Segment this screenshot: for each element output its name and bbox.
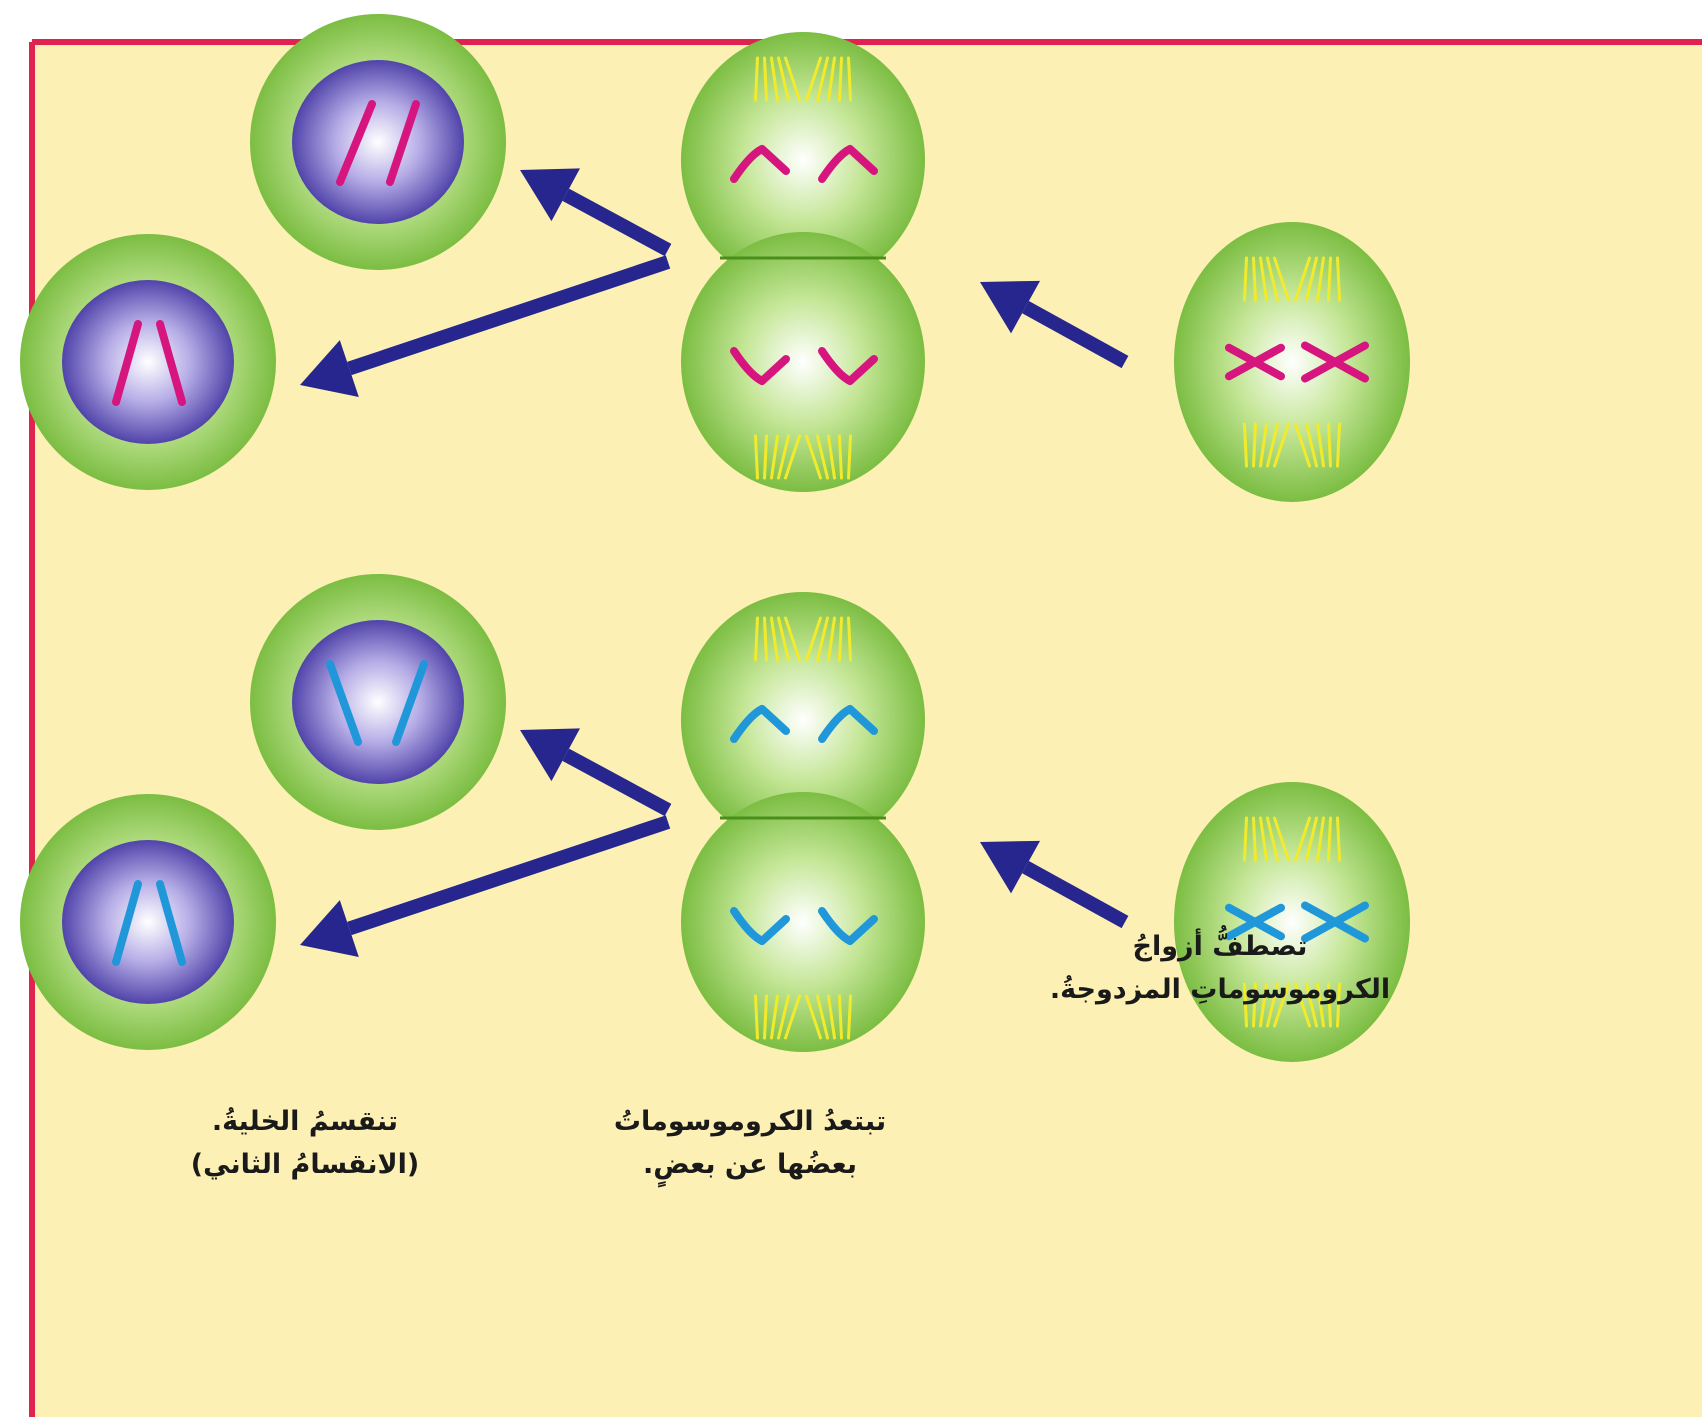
spindle-fiber: [849, 436, 851, 478]
spindle-fiber: [849, 618, 851, 660]
spindle-fiber: [849, 58, 851, 100]
spindle-fiber: [1329, 424, 1331, 466]
spindle-fiber: [849, 996, 851, 1038]
spindle-fiber: [840, 58, 842, 100]
spindle-fiber: [765, 618, 767, 660]
nucleus: [62, 840, 234, 1004]
cell-membrane: [1174, 782, 1410, 1062]
cell-membrane: [1174, 222, 1410, 502]
spindle-fiber: [1245, 258, 1247, 300]
lower-half: [681, 792, 925, 1052]
spindle-fiber: [1254, 258, 1256, 300]
caption-align-line1: تصطفُّ أزواجُ: [1020, 925, 1420, 968]
caption-separate-line2: بعضُها عن بعضٍ.: [560, 1143, 940, 1186]
spindle-fiber: [765, 58, 767, 100]
spindle-fiber: [1254, 424, 1256, 466]
spindle-fiber: [1254, 818, 1256, 860]
lower-half: [681, 232, 925, 492]
spindle-fiber: [1338, 818, 1340, 860]
spindle-fiber: [756, 58, 758, 100]
spindle-fiber: [1329, 258, 1331, 300]
spindle-fiber: [1245, 818, 1247, 860]
metaphase-cell: [1174, 782, 1410, 1062]
metaphase-cell: [1174, 222, 1410, 502]
nucleus: [292, 620, 464, 784]
caption-cell-divides: تنقسمُ الخليةُ. (الانقسامُ الثاني): [135, 1100, 475, 1186]
spindle-fiber: [756, 618, 758, 660]
spindle-fiber: [1338, 424, 1340, 466]
daughter-cell-upper: [250, 574, 506, 830]
daughter-cell-lower: [20, 794, 276, 1050]
spindle-fiber: [1245, 424, 1247, 466]
daughter-cell-upper: [250, 14, 506, 270]
spindle-fiber: [756, 996, 758, 1038]
nucleus: [62, 280, 234, 444]
spindle-fiber: [756, 436, 758, 478]
spindle-fiber: [765, 996, 767, 1038]
caption-align-line2: الكروموسوماتِ المزدوجةُ.: [1020, 968, 1420, 1011]
daughter-cell-lower: [20, 234, 276, 490]
spindle-fiber: [1329, 818, 1331, 860]
caption-divide-line1: تنقسمُ الخليةُ.: [135, 1100, 475, 1143]
spindle-fiber: [765, 436, 767, 478]
spindle-fiber: [1338, 258, 1340, 300]
caption-divide-line2: (الانقسامُ الثاني): [135, 1143, 475, 1186]
spindle-fiber: [840, 996, 842, 1038]
spindle-fiber: [840, 618, 842, 660]
caption-separate-line1: تبتعدُ الكروموسوماتُ: [560, 1100, 940, 1143]
caption-chromosomes-separate: تبتعدُ الكروموسوماتُ بعضُها عن بعضٍ.: [560, 1100, 940, 1186]
caption-chromosomes-align: تصطفُّ أزواجُ الكروموسوماتِ المزدوجةُ.: [1020, 925, 1420, 1011]
nucleus: [292, 60, 464, 224]
spindle-fiber: [840, 436, 842, 478]
